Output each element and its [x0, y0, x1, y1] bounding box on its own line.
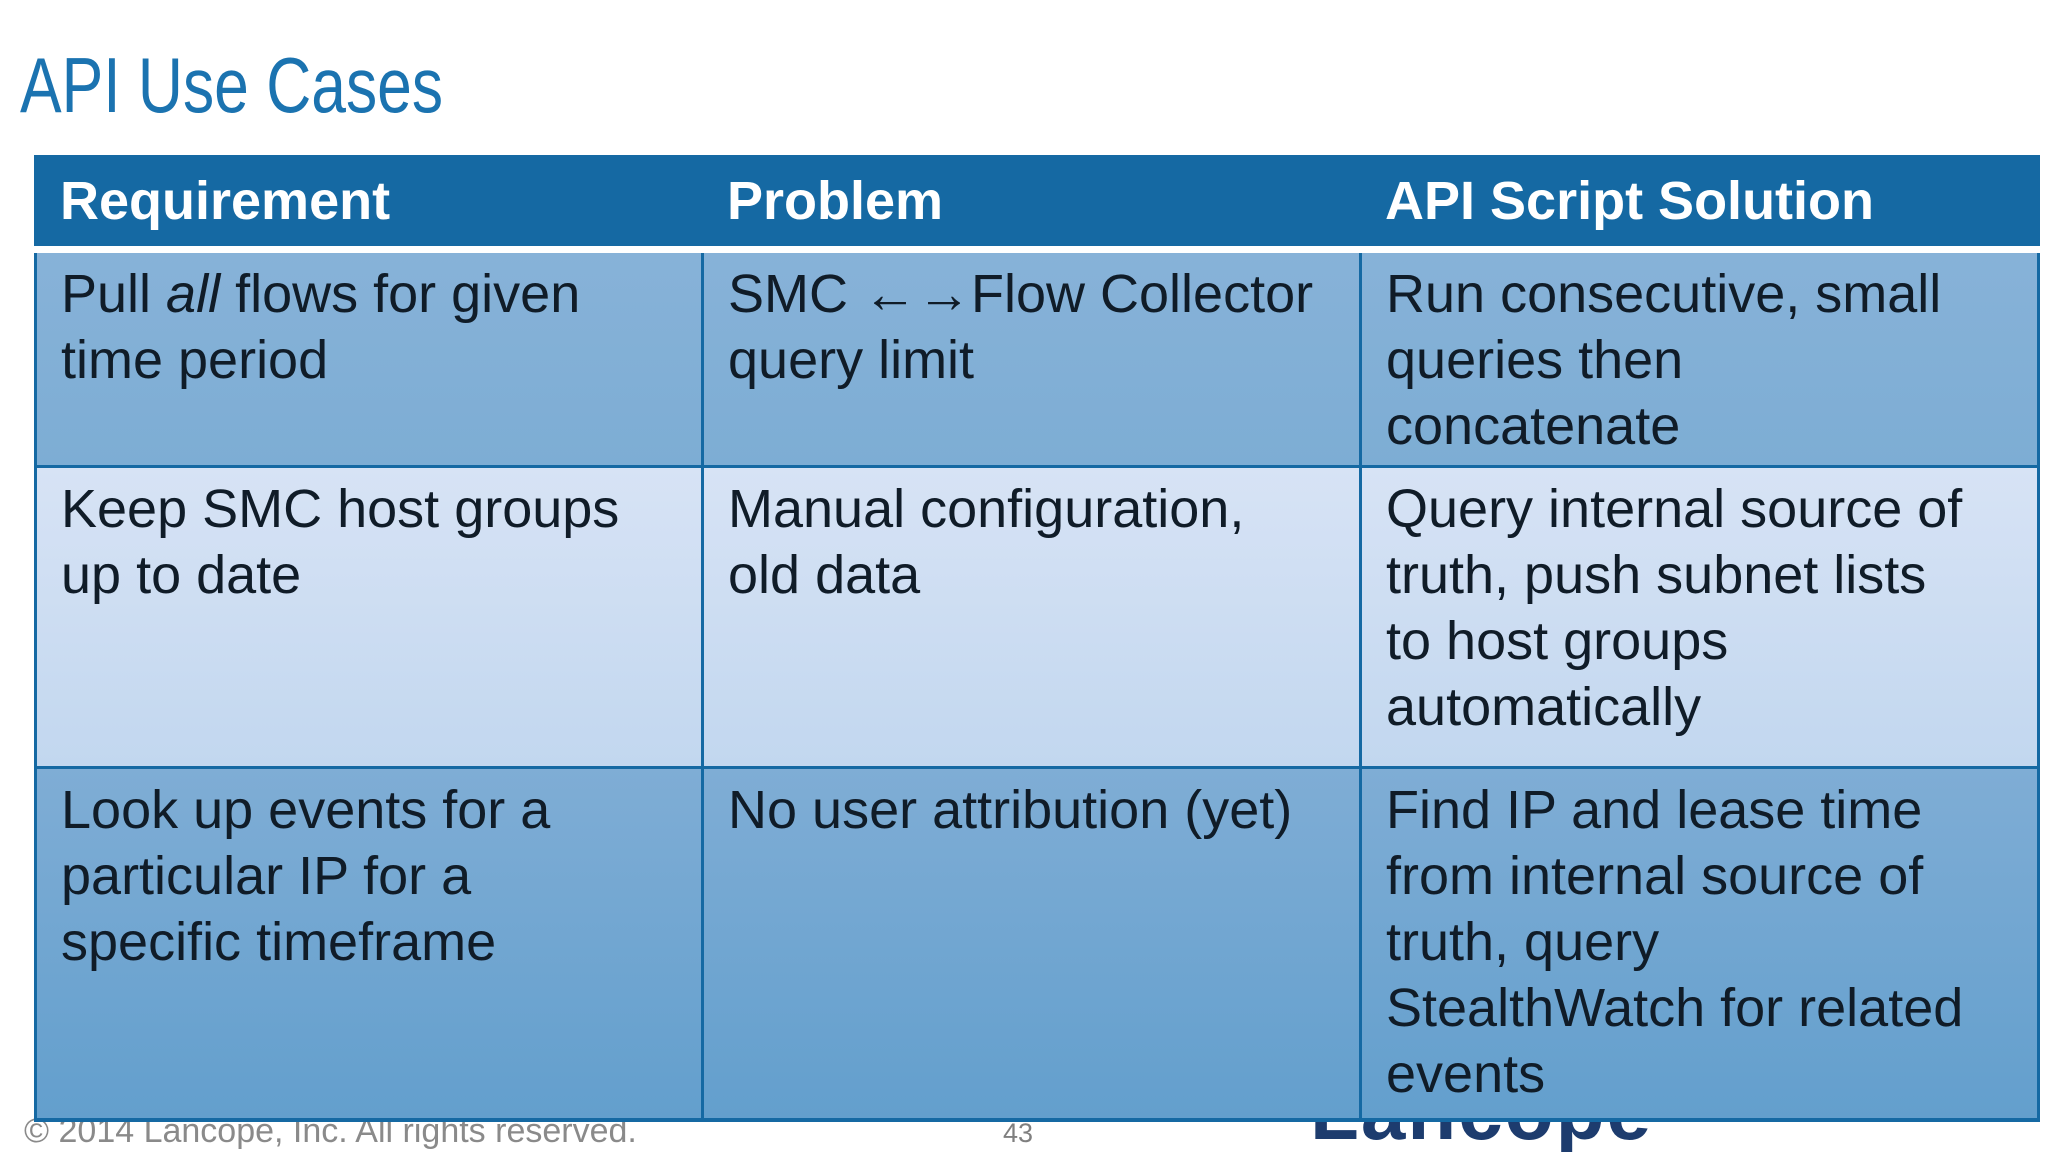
cell-solution-3: Find IP and lease time from internal sou… — [1386, 780, 1964, 1104]
header-cell-api-script-solution: API Script Solution — [1385, 170, 1875, 231]
page-number: 43 — [1003, 1118, 1034, 1148]
cell-requirement-3: Look up events for a particular IP for a… — [37, 769, 704, 1118]
cell-solution-1: Run consecutive, small queries then conc… — [1386, 264, 1942, 456]
header-cell-problem: Problem — [727, 170, 944, 231]
requirement-1-suffix: flows for given time period — [61, 264, 581, 390]
cell-requirement-2: Keep SMC host groups up to date — [37, 468, 704, 766]
cell-solution-2: Query internal source of truth, push sub… — [1386, 479, 1963, 737]
table-row: Look up events for a particular IP for a… — [37, 769, 2037, 1118]
table-header-row: Requirement Problem API Script Solution — [34, 155, 2040, 253]
requirement-1-italic-word: all — [166, 264, 221, 324]
cell-problem-3: No user attribution (yet) — [704, 769, 1362, 1118]
table-row: Keep SMC host groups up to date Manual c… — [37, 468, 2037, 769]
requirement-1-prefix: Pull — [61, 264, 167, 324]
table-body: Pull all flows for given time period SMC… — [34, 253, 2040, 1122]
api-use-cases-table: Requirement Problem API Script Solution … — [34, 155, 2040, 1122]
table-row: Pull all flows for given time period SMC… — [37, 253, 2037, 468]
cell-problem-1: SMC ←→Flow Collector query limit — [704, 253, 1362, 465]
cell-requirement-1: Pull all flows for given time period — [37, 253, 704, 465]
page-title: API Use Cases — [20, 41, 444, 129]
cell-problem-2: Manual configuration, old data — [704, 468, 1362, 766]
header-cell-requirement: Requirement — [60, 170, 391, 231]
